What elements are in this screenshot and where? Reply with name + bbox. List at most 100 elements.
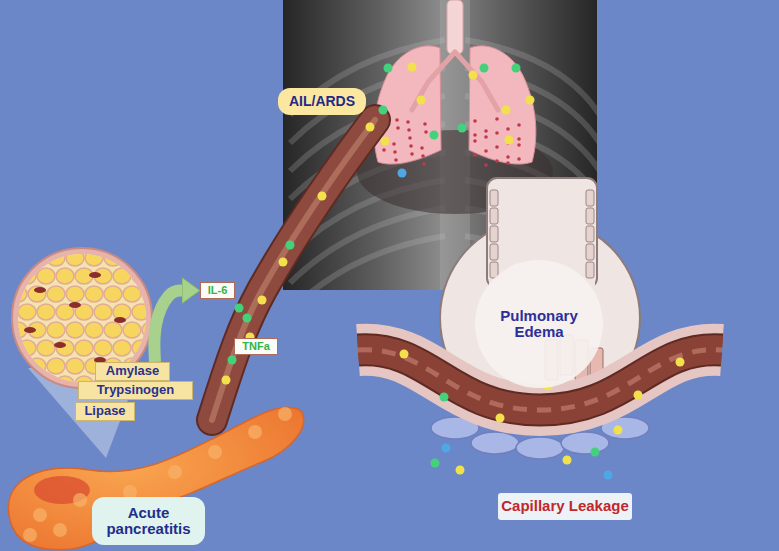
enzyme-label: Amylase bbox=[95, 362, 170, 381]
fat-cell bbox=[66, 322, 84, 338]
mediator-dot bbox=[496, 414, 505, 423]
epithelial-cell bbox=[490, 244, 498, 260]
mediator-dot bbox=[505, 136, 514, 145]
node-text: IL-6 bbox=[208, 284, 228, 296]
pancreas-lobule bbox=[73, 493, 87, 507]
fat-cell bbox=[37, 304, 55, 320]
fat-cell bbox=[142, 250, 160, 266]
endothelial-cell bbox=[471, 432, 519, 454]
mediator-dot bbox=[469, 71, 478, 80]
mediator-dot bbox=[398, 169, 407, 178]
fat-cell bbox=[47, 322, 65, 338]
mediator-dot bbox=[502, 106, 511, 115]
acinar-nucleus bbox=[69, 302, 81, 308]
epithelial-cell bbox=[490, 208, 498, 224]
fat-cell bbox=[28, 286, 46, 302]
mediator-dot bbox=[676, 358, 685, 367]
lung-lesion bbox=[473, 153, 477, 157]
mediator-dot bbox=[408, 63, 417, 72]
fat-cell bbox=[66, 358, 84, 374]
fat-cell bbox=[104, 322, 122, 338]
endothelial-cell bbox=[561, 432, 609, 454]
fat-cell bbox=[85, 286, 103, 302]
fat-cell bbox=[151, 304, 169, 320]
fat-cell bbox=[132, 340, 150, 356]
fat-cell bbox=[85, 250, 103, 266]
fat-cell bbox=[113, 268, 131, 284]
fat-cell bbox=[94, 340, 112, 356]
condition-label: Capillary Leakage bbox=[498, 493, 632, 520]
endothelial-cell bbox=[516, 437, 564, 459]
lung-lesion bbox=[484, 163, 488, 167]
pancreas-lobule bbox=[278, 407, 292, 421]
release-arrow bbox=[154, 291, 182, 363]
pancreas-lobule bbox=[168, 465, 182, 479]
mediator-dot bbox=[591, 448, 600, 457]
acinar-nucleus bbox=[89, 272, 101, 278]
fat-cell bbox=[142, 286, 160, 302]
fat-cell bbox=[47, 286, 65, 302]
left-lung bbox=[374, 46, 441, 164]
mediator-dot bbox=[431, 459, 440, 468]
fat-cell bbox=[9, 358, 27, 374]
fat-cell bbox=[85, 322, 103, 338]
fat-cell bbox=[151, 340, 169, 356]
fat-cell bbox=[9, 286, 27, 302]
lung-lesion bbox=[420, 146, 424, 150]
lung-lesion bbox=[407, 128, 411, 132]
lung-lesion bbox=[517, 157, 521, 161]
lung-lesion bbox=[506, 155, 510, 159]
node-text: TNFa bbox=[242, 340, 270, 352]
lung-lesion bbox=[484, 135, 488, 139]
mediator-dot bbox=[384, 64, 393, 73]
fat-cell bbox=[28, 358, 46, 374]
pancreas-lobule bbox=[53, 523, 67, 537]
node-text: Acute pancreatitis bbox=[96, 505, 201, 538]
acinar-nucleus bbox=[24, 327, 36, 333]
mediator-dot bbox=[440, 393, 449, 402]
enzyme-label: Trypsinogen bbox=[78, 381, 193, 400]
fat-cell bbox=[37, 376, 55, 392]
fat-cell bbox=[18, 340, 36, 356]
fat-cell bbox=[56, 268, 74, 284]
condition-label: AIL/ARDS bbox=[278, 88, 366, 115]
mediator-dot bbox=[279, 258, 288, 267]
lung-lesion bbox=[484, 149, 488, 153]
mediator-dot bbox=[222, 376, 231, 385]
mediator-dot bbox=[634, 391, 643, 400]
node-text: Capillary Leakage bbox=[501, 498, 629, 515]
lung-lesion bbox=[517, 137, 521, 141]
mediator-dot bbox=[379, 106, 388, 115]
fat-cell bbox=[56, 376, 74, 392]
epithelial-cell bbox=[586, 190, 594, 206]
lung-lesion bbox=[517, 123, 521, 127]
blood-vessel-edge bbox=[212, 120, 375, 420]
fat-cell bbox=[66, 286, 84, 302]
acinar-nucleus bbox=[34, 287, 46, 293]
mediator-dot bbox=[563, 456, 572, 465]
mediator-dot bbox=[480, 64, 489, 73]
node-text: Amylase bbox=[106, 364, 159, 378]
enzyme-label: Lipase bbox=[75, 402, 135, 421]
lung-lesion bbox=[422, 162, 426, 166]
fat-cell bbox=[18, 304, 36, 320]
mediator-dot bbox=[430, 131, 439, 140]
lung-lesion bbox=[393, 150, 397, 154]
epithelial-cell bbox=[490, 262, 498, 278]
lung-lesion bbox=[473, 139, 477, 143]
fat-cell bbox=[18, 268, 36, 284]
epithelial-cell bbox=[586, 262, 594, 278]
fat-cell bbox=[66, 250, 84, 266]
lung-lesion bbox=[406, 120, 410, 124]
fat-cell bbox=[151, 268, 169, 284]
lung-lesion bbox=[495, 145, 499, 149]
fat-cell bbox=[47, 250, 65, 266]
node-text: AIL/ARDS bbox=[289, 94, 355, 109]
lung-lesion bbox=[506, 161, 510, 165]
alveolus-label: Pulmonary Edema bbox=[473, 258, 605, 390]
mediator-dot bbox=[243, 314, 252, 323]
epithelial-cell bbox=[586, 208, 594, 224]
lung-lesion bbox=[424, 130, 428, 134]
blood-vessel bbox=[212, 120, 375, 420]
fat-cell bbox=[94, 304, 112, 320]
